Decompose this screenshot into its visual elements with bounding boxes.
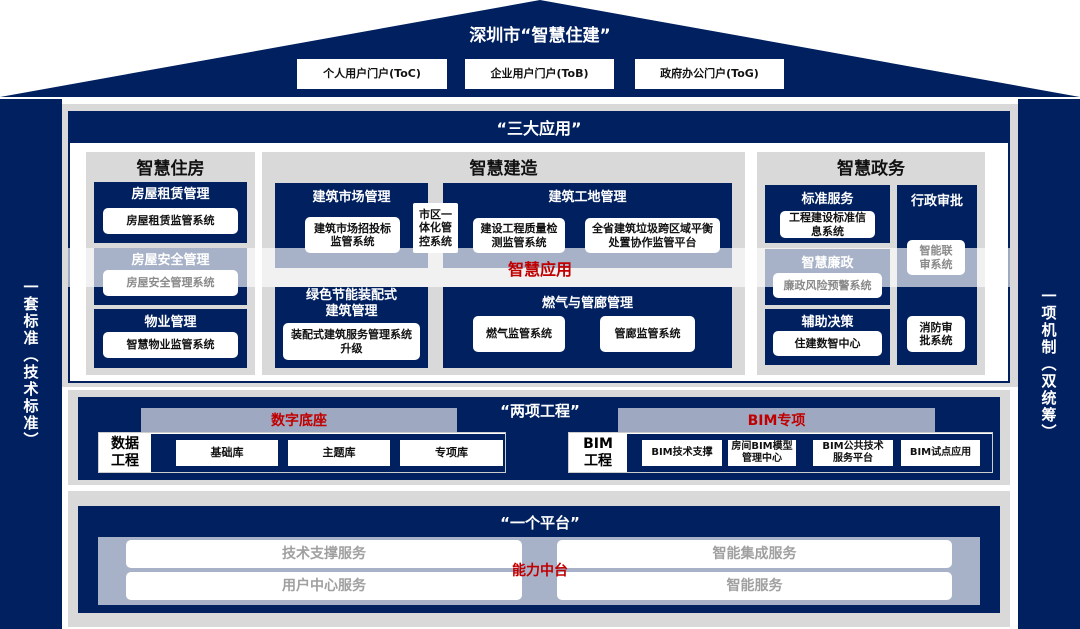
digital-band-label: 数字底座 [271,413,327,429]
group-title: 燃气与管廊管理 [541,295,633,311]
housing-title: 智慧住房 [136,158,205,179]
group-title: 行政审批 [910,193,963,209]
digital-band: 数字底座 [141,408,457,432]
service-box[interactable]: 技术支撑服务 [126,540,522,568]
system-box[interactable]: 管廊监管系统 [600,316,695,352]
capability-center-label: 能力中台 [512,563,568,579]
group-title: 房屋安全管理 [131,252,210,268]
system-box[interactable]: 房屋租赁监管系统 [103,208,238,234]
library-box[interactable]: 基础库 [176,440,278,466]
portal-tob[interactable]: 企业用户门户(ToB) [465,59,614,89]
portal-tog[interactable]: 政府办公门户(ToG) [635,59,784,89]
system-box[interactable]: 工程建设标准信息系统 [780,211,875,238]
system-box[interactable]: 智能联审系统 [907,240,965,275]
system-box[interactable]: 建设工程质量检测监管系统 [473,218,565,253]
bim-box[interactable]: BIM试点应用 [901,440,980,466]
group-title: 物业管理 [144,314,197,330]
platform-title: “一个平台” [500,513,580,532]
roof-title: 深圳市“智慧住建” [469,25,611,46]
portal-toc[interactable]: 个人用户门户(ToC) [297,59,447,89]
system-box[interactable]: 住建数智中心 [773,331,882,356]
bim-label: BIM工程 [583,435,613,469]
right-pillar-label: 一项机制（双统筹） [1039,287,1058,441]
roof [0,0,1080,97]
group-title: 智慧廉政 [801,255,854,271]
housing-group: 房屋租赁管理房屋租赁监管系统 [94,182,247,243]
group-title: 绿色节能装配式建筑管理 [305,288,397,319]
construction-title: 智慧建造 [469,158,538,179]
housing-group: 房屋安全管理房屋安全管理系统 [94,248,247,305]
apps-title: “三大应用” [68,111,1010,143]
system-box[interactable]: 建筑市场招投标监管系统 [305,217,400,253]
service-box[interactable]: 用户中心服务 [126,572,522,600]
bim-band-label: BIM专项 [747,413,806,429]
group-title: 房屋租赁管理 [131,186,210,202]
digital-label: 数据工程 [111,435,139,469]
system-box[interactable]: 房屋安全管理系统 [103,270,238,296]
housing-group: 物业管理智慧物业监管系统 [94,309,247,368]
service-box[interactable]: 智能服务 [557,572,952,600]
gov-group: 标准服务工程建设标准信息系统 [765,185,890,243]
group-title: 标准服务 [801,191,854,207]
group-title: 辅助决策 [801,314,854,330]
system-box[interactable]: 智慧物业监管系统 [103,332,238,358]
projects-title: “两项工程” [500,401,580,420]
library-box[interactable]: 主题库 [288,440,390,466]
right-pillar: 一项机制（双统筹） [1018,99,1080,629]
system-box[interactable]: 廉政风险预警系统 [773,273,882,298]
group-title: 建筑工地管理 [548,189,627,205]
system-box[interactable]: 燃气监管系统 [473,316,565,352]
system-box[interactable]: 全省建筑垃圾跨区域平衡处置协作监管平台 [585,218,720,253]
group-title: 建筑市场管理 [312,189,391,205]
system-box[interactable]: 装配式建筑服务管理系统升级 [283,323,420,360]
bim-box[interactable]: BIM公共技术服务平台 [813,440,893,466]
gov-group: 智慧廉政廉政风险预警系统 [765,249,890,305]
gov-title: 智慧政务 [837,158,905,179]
bim-box[interactable]: BIM技术支撑 [642,440,722,466]
district-system-box[interactable]: 市区一体化管控系统 [413,203,458,253]
overlay-label: 智慧应用 [507,260,572,279]
system-box[interactable]: 消防审批系统 [907,316,965,352]
bim-box[interactable]: 房间BIM模型管理中心 [728,440,796,466]
left-pillar: 一套标准（技术标准） [0,99,62,629]
left-pillar-label: 一套标准（技术标准） [21,279,40,449]
bim-band: BIM专项 [618,408,935,432]
library-box[interactable]: 专项库 [400,440,503,466]
gov-group: 辅助决策住建数智中心 [765,309,890,365]
service-box[interactable]: 智能集成服务 [557,540,952,568]
